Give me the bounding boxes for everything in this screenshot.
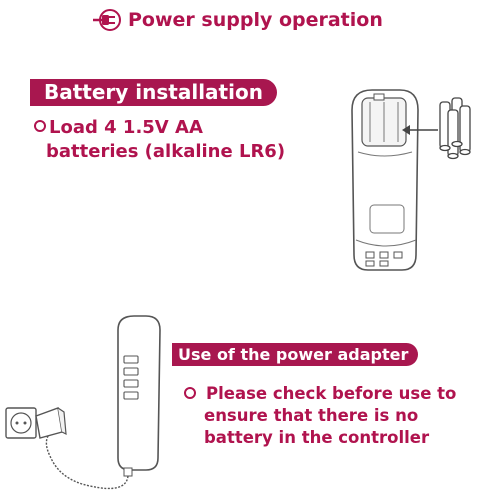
bullet-icon	[34, 120, 46, 132]
page-title: Power supply operation	[128, 9, 383, 31]
battery-line-2: batteries (alkaline LR6)	[46, 141, 286, 162]
page-heading: Power supply operation	[92, 8, 383, 32]
battery-instructions: Load 4 1.5V AA batteries (alkaline LR6)	[34, 116, 344, 164]
adapter-line-2: ensure that there is no	[204, 406, 419, 425]
adapter-instructions: Please check before use to ensure that t…	[184, 383, 484, 449]
power-plug-icon	[93, 9, 121, 31]
controller-battery-illustration	[351, 89, 471, 271]
battery-line-1: Load 4 1.5V AA	[34, 116, 344, 140]
adapter-line-1: Please check before use to	[184, 383, 484, 405]
power-adapter-banner: Use of the power adapter	[172, 343, 419, 366]
bullet-icon	[184, 386, 196, 399]
adapter-line-3: battery in the controller	[204, 428, 430, 447]
power-adapter-illustration	[5, 315, 161, 490]
battery-installation-banner: Battery installation	[30, 79, 277, 106]
